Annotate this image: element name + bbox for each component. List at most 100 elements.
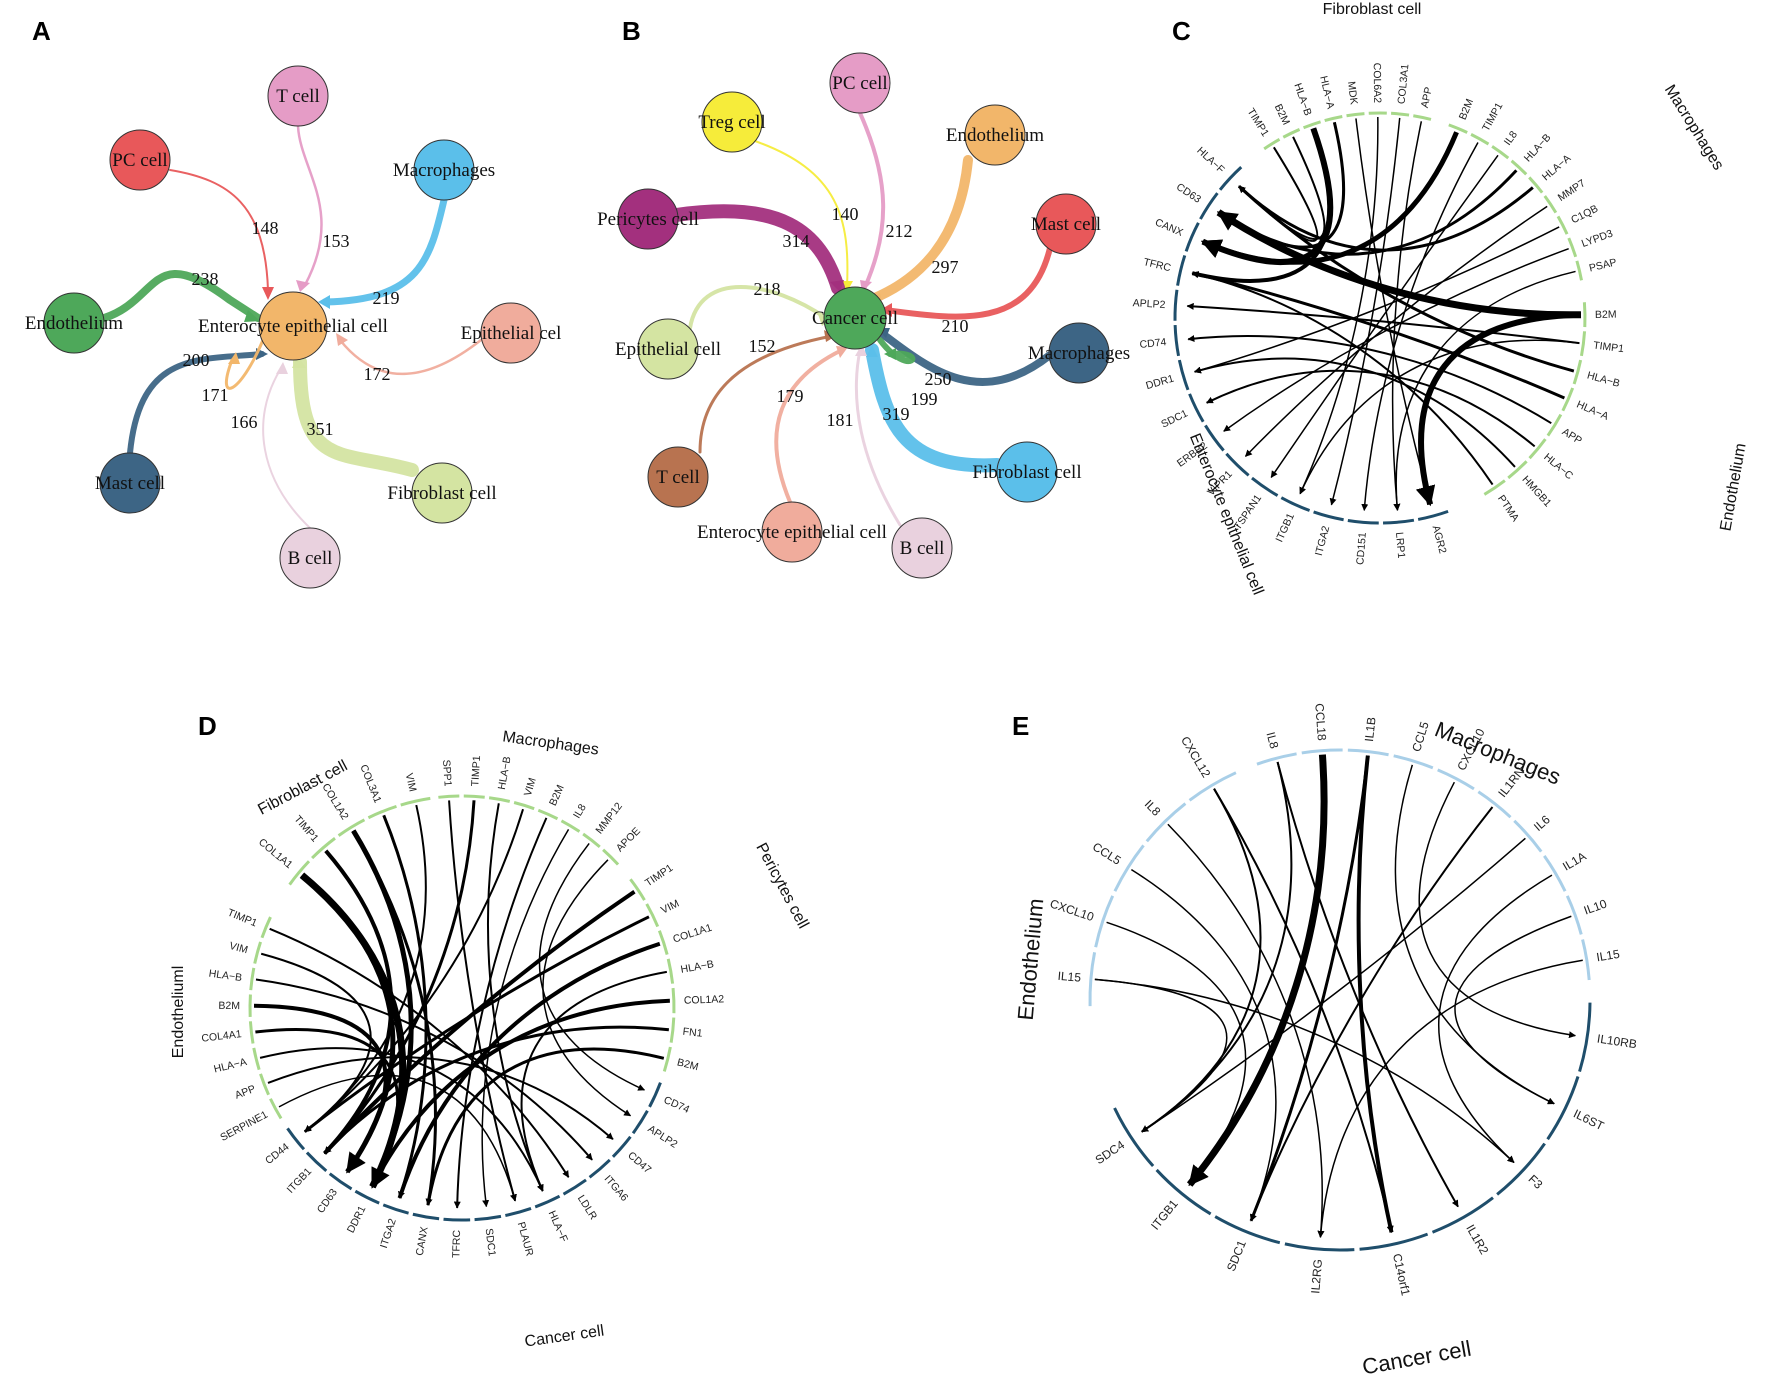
- arc-segment-cd151: [1347, 518, 1379, 525]
- arc-segment-il2rg: [1284, 1242, 1355, 1252]
- chord-link: [1141, 788, 1262, 1133]
- node-peri: [617, 188, 679, 250]
- arc-segment-timp1: [260, 916, 272, 939]
- arc-segment-il8: [1491, 145, 1510, 160]
- edge-mast: [882, 245, 1053, 320]
- node-label-pc: PC cell: [832, 73, 887, 94]
- arc-segment-app: [1546, 413, 1563, 437]
- group-label-cancer: Cancer cell: [1360, 1336, 1473, 1379]
- arc-segment-vim: [645, 903, 660, 928]
- chord-link: [382, 814, 428, 1199]
- arc-segment-sdc1: [474, 1214, 502, 1222]
- chord-link: [1329, 117, 1401, 506]
- edge-mast: [127, 351, 265, 456]
- chord-link: [1186, 754, 1328, 1187]
- arc-segment-il15: [1581, 939, 1591, 981]
- edge-treg: [751, 139, 849, 288]
- edge-b: [262, 369, 311, 529]
- gene-label-tfrc: TFRC: [1142, 256, 1172, 274]
- chord-link: [255, 1027, 400, 1188]
- arc-segment-c14orf1: [1359, 1232, 1429, 1251]
- gene-label-hla-b: HLA−B: [496, 755, 514, 790]
- chord-link: [520, 970, 668, 1192]
- gene-label-sdc1: SDC1: [1159, 407, 1190, 430]
- node-label-epi: Epithelial cell: [615, 339, 721, 360]
- gene-label-col1a2: COL1A2: [684, 993, 725, 1006]
- chord-link: [448, 800, 517, 1202]
- arc-segment-psap: [1575, 260, 1583, 281]
- arc-segment-hla-c: [1528, 438, 1547, 460]
- gene-label-mmp12: MMP12: [593, 800, 625, 836]
- node-label-endo: Endothelium: [25, 313, 123, 334]
- edge-arrowhead-b: [855, 344, 867, 356]
- center-node-label: Cancer cell: [812, 308, 898, 329]
- arc-segment-mdk: [1346, 112, 1365, 118]
- chord-link: [1418, 781, 1577, 1039]
- edge-arrowhead-endo: [244, 310, 260, 322]
- edge-mac: [876, 328, 1054, 386]
- arc-segment-lrp1: [1383, 518, 1415, 525]
- chord-link: [1391, 121, 1423, 511]
- edge-weight-epi: 218: [754, 279, 781, 299]
- gene-label-b2m: B2M: [1272, 102, 1292, 127]
- gene-label-ccl5: CCL5: [1090, 840, 1124, 868]
- chord-link: [1191, 127, 1332, 283]
- chord-link: [1270, 154, 1499, 478]
- arc-segment-il15: [1088, 952, 1097, 1007]
- edge-weight-pc: 212: [886, 221, 913, 241]
- arc-segment-ccl5: [1113, 844, 1145, 892]
- arc-segment-hla-a: [1324, 115, 1343, 123]
- arc-segment-il1r2: [1431, 1196, 1494, 1234]
- edge-weight-mac: 219: [373, 288, 400, 308]
- arc-segment-plaur: [505, 1207, 532, 1217]
- gene-label-cxcl12: CXCL12: [1178, 734, 1213, 780]
- arc-segment-itgb1: [305, 1151, 328, 1173]
- node-label-mac: Macrophages: [393, 160, 495, 181]
- gene-label-hla-b: HLA−B: [208, 968, 243, 984]
- gene-label-col1a1: COL1A1: [256, 836, 295, 871]
- gene-label-app: APP: [1560, 426, 1584, 447]
- gene-label-hmgb1: HMGB1: [1520, 474, 1554, 510]
- chord-link: [1200, 131, 1459, 265]
- gene-label-timp1: TIMP1: [469, 755, 483, 787]
- gene-label-c14orf1: C14orf1: [1390, 1252, 1413, 1297]
- arc-segment-il1rn: [1477, 790, 1512, 819]
- edge-ent: [774, 348, 844, 504]
- gene-label-il8: IL8: [1502, 129, 1520, 148]
- chord-link: [453, 817, 548, 1209]
- node-b: [891, 517, 953, 579]
- chord-link: [1193, 357, 1516, 468]
- gene-label-apoe: APOE: [614, 825, 643, 854]
- chord-link: [370, 998, 670, 1188]
- chord-link: [1094, 978, 1515, 1164]
- panel-letter-b: B: [622, 16, 641, 46]
- chord-link: [1244, 205, 1548, 457]
- arc-segment-c1qb: [1556, 215, 1569, 235]
- chord-link: [1317, 959, 1583, 1238]
- arc-segment-col3a1: [367, 804, 397, 820]
- gene-label-vim: VIM: [228, 940, 249, 956]
- edge-weight-treg: 140: [832, 204, 859, 224]
- gene-label-ccl5: CCL5: [1409, 720, 1431, 754]
- panel-letter-a: A: [32, 16, 51, 46]
- gene-label-hla-a: HLA−A: [1575, 398, 1611, 422]
- chord-link: [1167, 823, 1325, 1238]
- node-treg: [701, 91, 763, 153]
- edge-fib: [865, 343, 1004, 473]
- gene-label-b2m: B2M: [218, 1000, 240, 1012]
- arc-segment-col1a1: [288, 860, 311, 886]
- chord-link: [1191, 271, 1494, 486]
- gene-label-il8: IL8: [1264, 730, 1282, 750]
- arc-segment-timp1: [463, 794, 485, 799]
- chord-link: [323, 849, 394, 1155]
- chord-link: [255, 978, 593, 1161]
- edge-weight-peri: 314: [783, 231, 810, 251]
- chord-link: [1238, 146, 1319, 242]
- arc-segment-cd63: [1199, 192, 1219, 220]
- chord-link: [1299, 117, 1379, 495]
- node-pc: [829, 52, 891, 114]
- node-epi: [480, 302, 542, 364]
- arc-segment-il6st: [1546, 1076, 1580, 1141]
- chord-link: [267, 1056, 614, 1140]
